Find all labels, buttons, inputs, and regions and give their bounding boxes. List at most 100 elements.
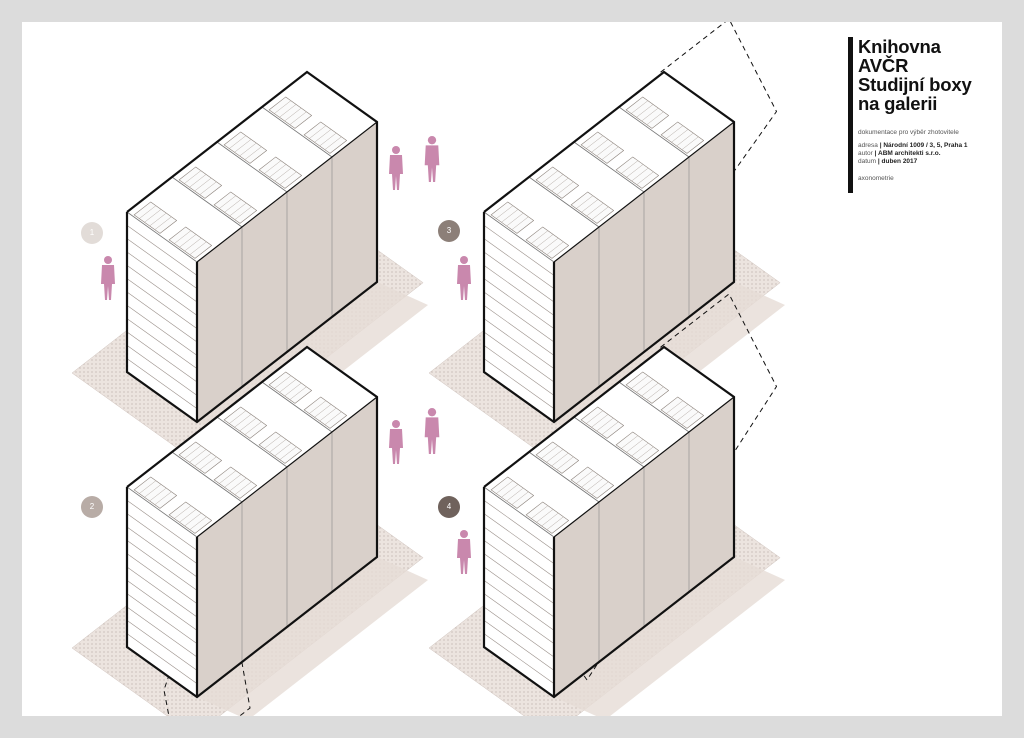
box-outline bbox=[125, 345, 379, 699]
shelf-slat bbox=[506, 212, 524, 227]
shelf-slat bbox=[149, 487, 167, 502]
shelf-slat bbox=[536, 509, 554, 523]
shelf-slat bbox=[601, 421, 619, 435]
bay-divider bbox=[216, 416, 288, 468]
shelf-line bbox=[483, 526, 555, 578]
shelf-slat bbox=[586, 410, 604, 424]
shelf-line bbox=[126, 358, 198, 409]
bay-divider bbox=[261, 381, 333, 433]
shelf-slat bbox=[546, 449, 564, 463]
shelf-slat bbox=[314, 129, 332, 143]
shelf-slat bbox=[309, 125, 327, 139]
shelf-slat bbox=[631, 375, 649, 389]
shelf-slat bbox=[591, 481, 609, 495]
shelf-block bbox=[615, 431, 660, 464]
shelf-block bbox=[178, 441, 223, 474]
shelf-slat bbox=[551, 452, 569, 467]
shelf-slat bbox=[531, 505, 549, 519]
shelf-slat bbox=[586, 135, 604, 149]
shelf-slat bbox=[289, 386, 307, 400]
person-figure bbox=[389, 146, 403, 190]
floor-shadow bbox=[197, 557, 428, 716]
shelf-block bbox=[535, 441, 580, 474]
shelf-slat bbox=[506, 487, 524, 502]
shelf-line bbox=[126, 593, 198, 644]
shelf-slat bbox=[239, 142, 257, 157]
bay-divider bbox=[126, 211, 198, 263]
shelf-slat bbox=[621, 435, 639, 449]
shelf-block bbox=[178, 166, 223, 199]
shelf-slat bbox=[581, 199, 599, 213]
shelf-block bbox=[223, 406, 268, 439]
shelf-slat bbox=[264, 160, 282, 174]
shelf-line bbox=[483, 291, 555, 343]
shelf-slat bbox=[284, 382, 302, 397]
shelf-slat bbox=[229, 410, 247, 424]
shelf-line bbox=[126, 318, 198, 369]
shelf-slat bbox=[596, 142, 614, 157]
view-number-2: 2 bbox=[81, 496, 103, 518]
shelf-line bbox=[483, 251, 555, 303]
shelf-line bbox=[126, 345, 198, 396]
title-line-3: Studijní boxy bbox=[858, 74, 972, 95]
shelf-block bbox=[625, 371, 670, 404]
shelf-slat bbox=[666, 400, 684, 414]
box-edge bbox=[553, 121, 735, 263]
shelf-line bbox=[483, 305, 555, 356]
shelf-slat bbox=[586, 202, 604, 217]
person-figure bbox=[389, 420, 403, 464]
shelf-slat bbox=[531, 230, 549, 244]
shelf-slat bbox=[586, 477, 604, 492]
shelf-line bbox=[126, 620, 198, 671]
shelf-slat bbox=[576, 470, 594, 484]
shelf-slat bbox=[646, 111, 664, 125]
axonometric-drawing bbox=[71, 22, 785, 716]
shelf-slat bbox=[224, 474, 242, 488]
shelf-slat bbox=[184, 445, 202, 459]
shelf-block bbox=[168, 501, 213, 534]
floor-shadow bbox=[554, 557, 785, 716]
shelf-line bbox=[126, 225, 198, 276]
shelf-line bbox=[483, 513, 555, 564]
title-rule bbox=[848, 37, 853, 193]
shelf-slat bbox=[324, 136, 342, 150]
shelf-slat bbox=[229, 202, 247, 217]
shelf-slat bbox=[541, 445, 559, 459]
shelf-line bbox=[483, 345, 555, 396]
shelf-slat bbox=[239, 417, 257, 432]
shelf-block bbox=[303, 396, 348, 429]
bay-divider bbox=[528, 451, 600, 503]
bay-divider bbox=[573, 416, 645, 468]
shelf-line bbox=[126, 606, 198, 658]
shelf-slat bbox=[314, 404, 332, 418]
bay-divider bbox=[528, 176, 600, 228]
box-outline bbox=[482, 345, 736, 699]
shelf-slat bbox=[199, 181, 217, 195]
shelf-slat bbox=[576, 195, 594, 209]
title-line-2: AVČR bbox=[858, 55, 909, 76]
shelf-line bbox=[483, 606, 555, 658]
shelf-slat bbox=[189, 449, 207, 463]
shelf-slat bbox=[581, 474, 599, 488]
box-outline bbox=[125, 70, 379, 424]
shelf-slat bbox=[184, 512, 202, 527]
view-number-1: 1 bbox=[81, 222, 103, 244]
shelf-line bbox=[126, 265, 198, 316]
shelf-block bbox=[570, 466, 615, 499]
shelf-slat bbox=[154, 491, 172, 505]
meta-author: autor | ABM architekti s.r.o. bbox=[858, 150, 941, 157]
shelf-line bbox=[483, 566, 555, 618]
shelf-slat bbox=[269, 164, 287, 178]
shelf-line bbox=[483, 278, 555, 329]
shelf-slat bbox=[636, 171, 654, 185]
shelf-line bbox=[126, 526, 198, 578]
meta-address: adresa | Národní 1009 / 3, 5, Praha 1 bbox=[858, 142, 968, 149]
shelf-line bbox=[126, 278, 198, 329]
shelf-line bbox=[483, 500, 555, 551]
shelf-slat bbox=[671, 129, 689, 143]
shelf-slat bbox=[194, 177, 212, 192]
shelf-slat bbox=[279, 171, 297, 185]
shelf-line bbox=[483, 225, 555, 276]
shelf-block bbox=[268, 96, 313, 129]
shelf-slat bbox=[621, 160, 639, 174]
